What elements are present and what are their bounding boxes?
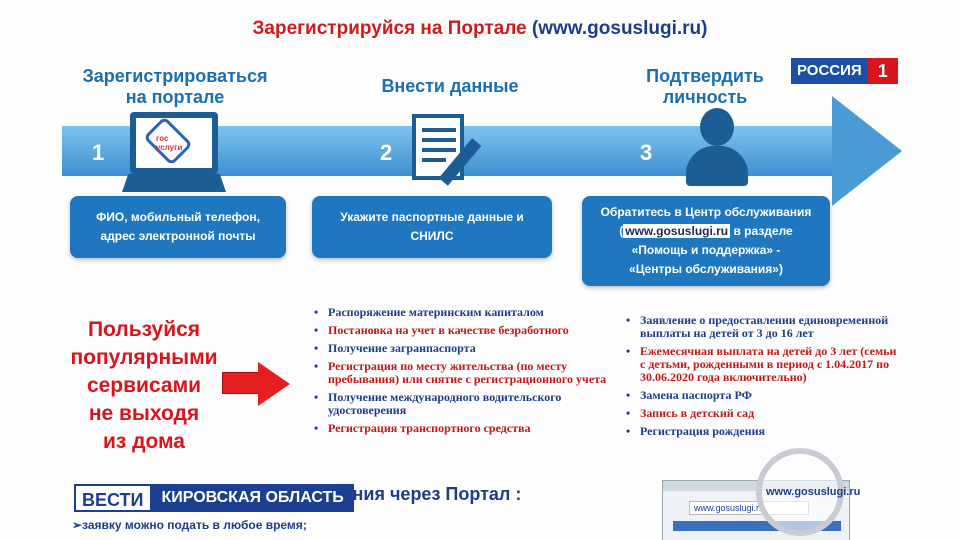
promo-line2: популярными bbox=[70, 346, 218, 369]
step3-box-line3: «Помощь и поддержка» - bbox=[631, 243, 781, 257]
step2-heading-line1: Внести данные bbox=[381, 76, 519, 96]
bottom-line: ➢заявку можно подать в любое время; bbox=[72, 518, 307, 532]
step1-box-line2: адрес электронной почты bbox=[100, 229, 256, 243]
step3-heading-line1: Подтвердить bbox=[646, 66, 764, 86]
service-item: Регистрация транспортного средства bbox=[314, 422, 614, 436]
promo-line4: не выходя bbox=[88, 402, 200, 425]
step2-number: 2 bbox=[380, 140, 393, 165]
step3-box-url: www.gosuslugi.ru bbox=[623, 224, 731, 238]
magnifier-icon: www.gosuslugi.ru bbox=[756, 448, 860, 536]
channel-logo-word: РОССИЯ bbox=[791, 58, 868, 84]
services-list-left: Распоряжение материнским капиталом Поста… bbox=[314, 306, 614, 440]
doc-line bbox=[422, 148, 456, 152]
region-label: КИРОВСКАЯ ОБЛАСТЬ bbox=[151, 484, 354, 512]
step1-box: ФИО, мобильный телефон, адрес электронно… bbox=[70, 196, 286, 258]
step1-heading-line2: на портале bbox=[125, 87, 225, 107]
promo-text: Пользуйся популярными сервисами не выход… bbox=[58, 316, 230, 456]
logo-line2: услуги bbox=[156, 143, 183, 152]
red-arrow-icon bbox=[222, 362, 290, 406]
doc-line bbox=[422, 128, 456, 132]
step3-box-line1: Обратитесь в Центр обслуживания bbox=[600, 205, 812, 219]
service-item: Ежемесячная выплата на детей до 3 лет (с… bbox=[626, 345, 900, 384]
step3-heading: Подтвердить личность bbox=[620, 66, 790, 108]
service-item: Постановка на учет в качестве безработно… bbox=[314, 324, 614, 338]
step3-number: 3 bbox=[640, 140, 653, 165]
service-item: Регистрация рождения bbox=[626, 425, 900, 439]
person-body bbox=[686, 146, 748, 186]
step3-heading-line2: личность bbox=[662, 87, 748, 107]
title-url: (www.gosuslugi.ru) bbox=[531, 18, 708, 39]
step2-box-line1: Укажите паспортные данные и bbox=[340, 210, 524, 224]
service-item: Заявление о предоставлении единовременно… bbox=[626, 314, 900, 340]
channel-logo: РОССИЯ 1 bbox=[791, 58, 898, 84]
red-arrow-tip bbox=[258, 362, 290, 406]
channel-logo-number: 1 bbox=[867, 58, 898, 84]
step2-heading: Внести данные bbox=[350, 76, 550, 97]
doc-line bbox=[422, 158, 446, 162]
promo-line1: Пользуйся bbox=[87, 318, 201, 341]
vesti-logo: ВЕСТИ bbox=[74, 484, 152, 512]
news-caption: ВЕСТИ КИРОВСКАЯ ОБЛАСТЬ bbox=[74, 484, 354, 512]
service-item: Запись в детский сад bbox=[626, 407, 900, 421]
service-item: Распоряжение материнским капиталом bbox=[314, 306, 614, 320]
service-item: Получение загранпаспорта bbox=[314, 342, 614, 356]
laptop-icon: гос услуги bbox=[122, 112, 226, 194]
red-arrow-shaft bbox=[222, 372, 260, 394]
service-item: Получение международного водительского у… bbox=[314, 391, 614, 417]
bottom-title: явления через Портал : bbox=[310, 484, 522, 504]
process-arrow-head bbox=[832, 96, 902, 206]
promo-line5: из дома bbox=[102, 430, 185, 453]
person-icon bbox=[684, 108, 748, 190]
doc-line bbox=[422, 138, 456, 142]
step3-box-line4: «Центры обслуживания») bbox=[629, 262, 783, 276]
person-head bbox=[700, 108, 734, 146]
step1-number: 1 bbox=[92, 140, 105, 165]
step1-heading: Зарегистрироваться на портале bbox=[60, 66, 290, 108]
laptop-screen-inner: гос услуги bbox=[136, 116, 212, 168]
browser-banner bbox=[673, 521, 841, 531]
page-title: Зарегистрируйся на Портале (www.gosuslug… bbox=[0, 18, 960, 40]
service-item: Замена паспорта РФ bbox=[626, 389, 900, 403]
services-list-right: Заявление о предоставлении единовременно… bbox=[626, 314, 900, 443]
laptop-screen: гос услуги bbox=[130, 112, 218, 174]
step3-box-line2-rest: в разделе bbox=[730, 224, 793, 238]
step1-box-line1: ФИО, мобильный телефон, bbox=[96, 210, 260, 224]
step1-heading-line1: Зарегистрироваться bbox=[82, 66, 268, 86]
service-item: Регистрация по месту жительства (по мест… bbox=[314, 360, 614, 386]
promo-line3: сервисами bbox=[86, 374, 202, 397]
magnified-url: www.gosuslugi.ru bbox=[766, 486, 861, 498]
step3-box-line2: (www.gosuslugi.ru в разделе bbox=[619, 224, 793, 238]
step2-box-line2: СНИЛС bbox=[410, 229, 454, 243]
step2-box: Укажите паспортные данные и СНИЛС bbox=[312, 196, 552, 258]
gosuslugi-logo-text: гос услуги bbox=[156, 134, 182, 152]
laptop-keyboard bbox=[122, 174, 226, 192]
step3-box: Обратитесь в Центр обслуживания (www.gos… bbox=[582, 196, 830, 286]
logo-line1: гос bbox=[156, 134, 169, 143]
title-main: Зарегистрируйся на Портале bbox=[252, 18, 527, 39]
